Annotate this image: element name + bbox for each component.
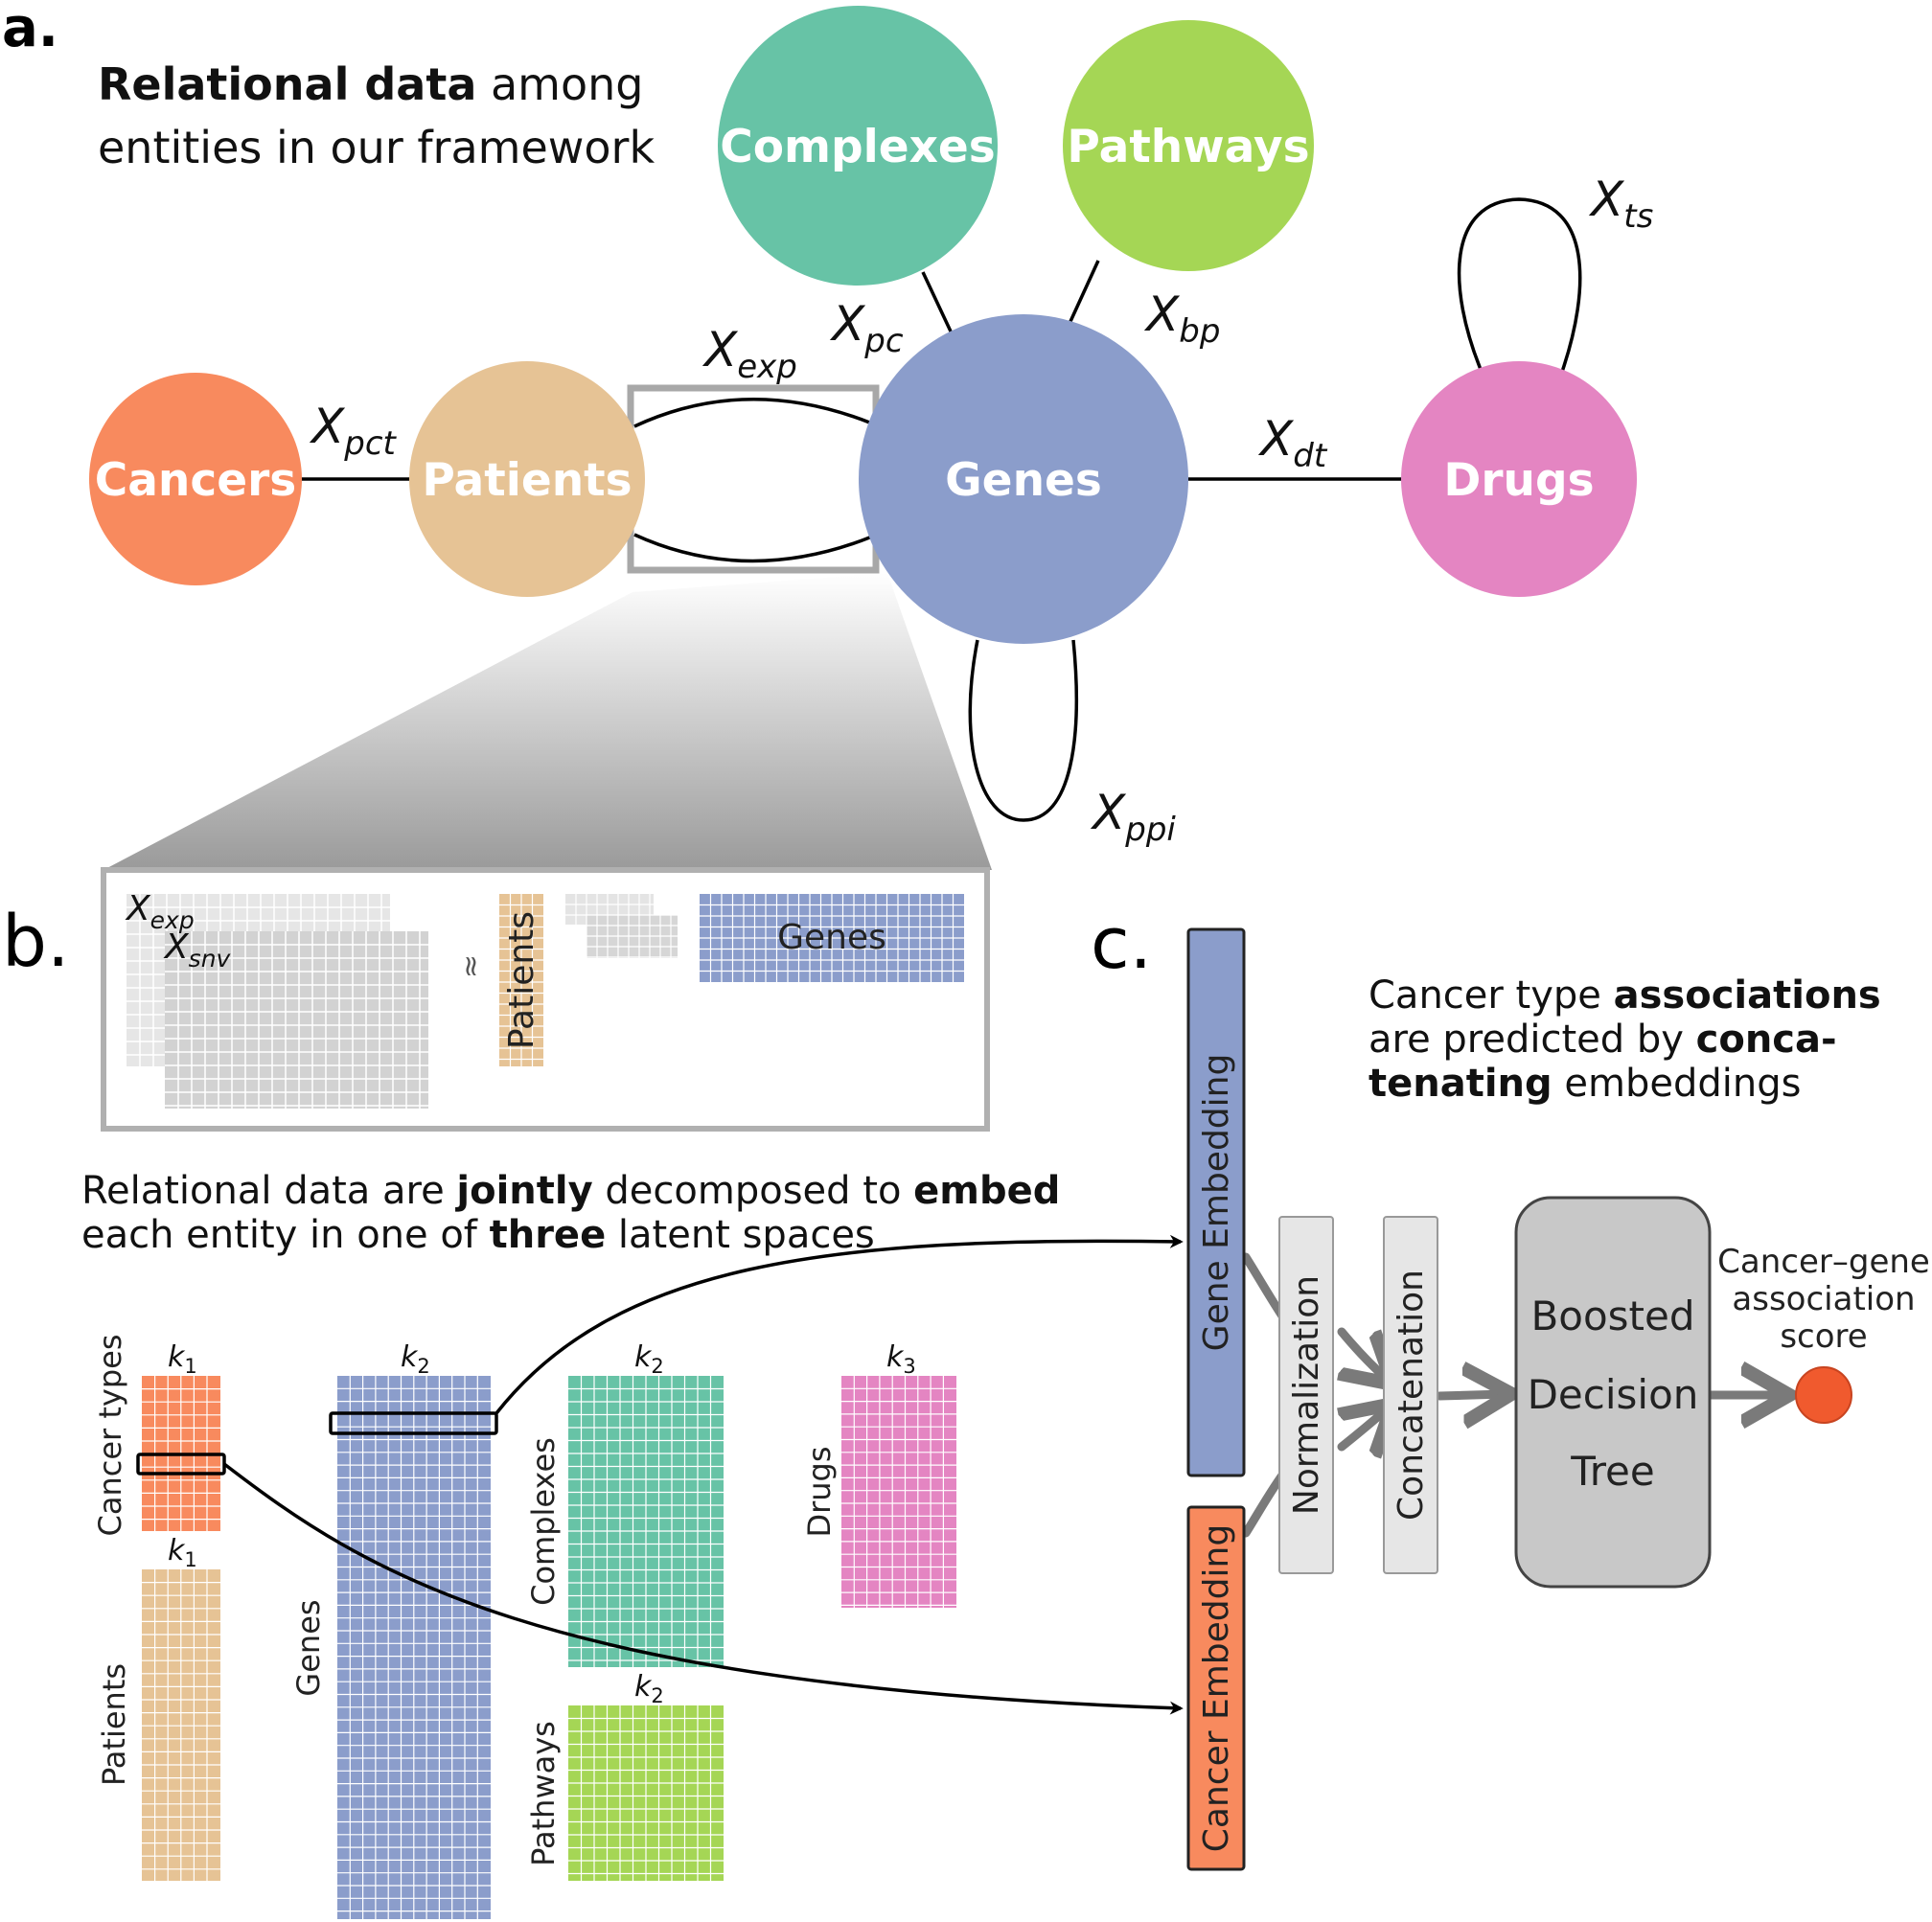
concatenation-label: Concatenation — [1392, 1270, 1431, 1521]
entity-label-complexes: Complexes — [525, 1437, 562, 1606]
k-label-pathways: k2 — [634, 1670, 664, 1707]
matrix-grid — [337, 1376, 491, 1919]
approx-symbol: ≈ — [454, 954, 488, 978]
cancer-embedding-bar — [1186, 1505, 1246, 1871]
label-x-bp: Xbp — [1143, 286, 1220, 351]
model-label-line1: Boosted — [1530, 1293, 1694, 1339]
entity-label-pathways: Pathways — [525, 1721, 562, 1866]
matrix-grid — [565, 894, 678, 958]
label-x-pct: Xpct — [309, 399, 398, 463]
node-pathways: Pathways — [1063, 20, 1314, 271]
svg-text:Drugs: Drugs — [1443, 454, 1594, 507]
k-label-genes: k2 — [401, 1340, 430, 1378]
embedding-drugs — [841, 1376, 956, 1608]
label-x-ppi: Xppi — [1090, 785, 1176, 849]
label-x-ts: Xts — [1588, 172, 1653, 236]
association-score-dot — [1795, 1366, 1852, 1424]
zoom-box — [627, 384, 880, 574]
label-matrix-x-exp: Xexp — [125, 889, 195, 934]
model-label-line2: Decision — [1528, 1371, 1699, 1418]
matrix-grid — [700, 894, 964, 982]
label-x-pc: Xpc — [829, 296, 904, 360]
svg-text:Complexes: Complexes — [720, 121, 996, 173]
boosted-decision-tree-box — [1514, 1196, 1712, 1589]
zoom-cone — [104, 573, 992, 870]
k-label-complexes: k2 — [634, 1340, 664, 1378]
k-label-drugs: k3 — [886, 1340, 916, 1378]
panel-a: a. Relational data among entities in our… — [2, 0, 1653, 870]
k-label-cancer-types: k1 — [168, 1340, 197, 1378]
edge-patients-genes-top — [633, 398, 873, 428]
panel-c-caption-line2: are predicted by conca- — [1368, 1018, 1837, 1062]
node-genes: Genes — [859, 314, 1188, 644]
normalization-label: Normalization — [1287, 1275, 1326, 1515]
edge-patients-genes-bottom — [633, 533, 873, 563]
arrow-norm-to-concat-bottom — [1342, 1408, 1388, 1447]
normalization-box — [1278, 1216, 1334, 1574]
entity-label-drugs: Drugs — [801, 1446, 838, 1537]
self-loop-genes — [968, 639, 1078, 822]
label-x-exp: Xexp — [702, 322, 797, 386]
highlight-gene-row — [329, 1411, 498, 1435]
svg-text:Genes: Genes — [945, 454, 1102, 507]
svg-text:Patients: Patients — [422, 454, 632, 507]
node-patients: Patients — [409, 361, 645, 597]
entity-label-patients: Patients — [96, 1663, 132, 1786]
panel-c-caption-line1: Cancer type associations — [1368, 973, 1881, 1018]
arrow-gene-to-embedding — [494, 1234, 1184, 1415]
node-drugs: Drugs — [1401, 361, 1637, 597]
gene-embedding-bar — [1186, 927, 1246, 1477]
node-cancers: Cancers — [89, 373, 302, 585]
arrow-concat-to-model — [1435, 1394, 1505, 1396]
panel-b-letter: b. — [2, 901, 70, 983]
entity-label-genes: Genes — [290, 1599, 327, 1696]
panel-b: b. Xexp Xsnv ≈ Patients Genes Relational… — [2, 867, 1184, 1919]
matrix-grid — [568, 1705, 724, 1881]
panel-c-letter: c. — [1091, 903, 1152, 985]
edge-complexes-genes — [921, 271, 954, 334]
panel-b-caption-line1: Relational data are jointly decomposed t… — [81, 1169, 1060, 1213]
genes-factor-label: Genes — [777, 918, 886, 957]
matrix-grid — [142, 1569, 220, 1881]
panel-a-caption-line2: entities in our framework — [98, 122, 655, 173]
output-label-line1: Cancer–gene — [1717, 1243, 1930, 1281]
patients-factor-label: Patients — [502, 911, 541, 1049]
panel-a-caption-line1: Relational data among — [98, 58, 643, 110]
matrix-grid — [165, 931, 428, 1109]
gene-embedding-label: Gene Embedding — [1197, 1054, 1236, 1352]
label-x-dt: Xdt — [1257, 411, 1328, 475]
panel-c-caption-line3: tenating embeddings — [1368, 1062, 1801, 1106]
entity-label-cancer-types: Cancer types — [92, 1335, 128, 1537]
model-label-line3: Tree — [1570, 1448, 1655, 1495]
panel-a-letter: a. — [2, 0, 58, 59]
output-label-line3: score — [1780, 1317, 1867, 1356]
matrix-grid — [499, 894, 543, 1066]
k-label-patients: k1 — [168, 1534, 197, 1571]
arrow-cancer-to-embedding — [222, 1462, 1184, 1715]
output-label-line2: association — [1732, 1280, 1915, 1318]
panel-c: c. Cancer type associations are predicte… — [1091, 903, 1930, 1871]
arrow-norm-to-concat-top — [1342, 1327, 1388, 1380]
self-loop-drugs — [1457, 197, 1582, 373]
concatenation-box — [1383, 1216, 1438, 1574]
panel-b-caption-line2: each entity in one of three latent space… — [81, 1213, 875, 1257]
svg-text:Pathways: Pathways — [1067, 121, 1309, 173]
matrix-grid — [841, 1376, 956, 1608]
edge-pathways-genes — [1066, 260, 1100, 329]
cancer-embedding-label: Cancer Embedding — [1197, 1524, 1236, 1852]
label-matrix-x-snv: Xsnv — [163, 927, 232, 972]
svg-text:Cancers: Cancers — [95, 454, 297, 507]
node-complexes: Complexes — [718, 6, 998, 286]
matrix-grid — [568, 1376, 724, 1667]
